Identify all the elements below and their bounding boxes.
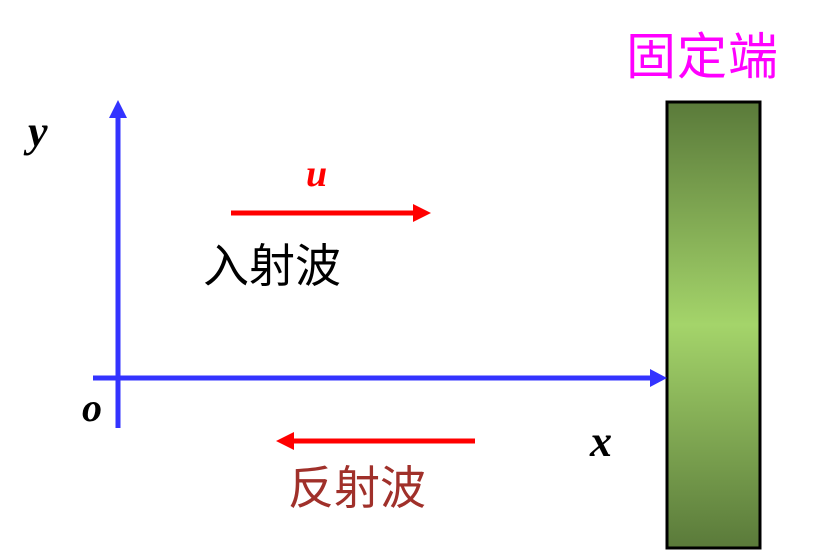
fixed-end-wall <box>665 100 762 550</box>
reflected-wave-label: 反射波 <box>288 461 426 515</box>
x-axis <box>93 369 667 387</box>
arrow-left-icon <box>276 432 294 450</box>
reflected-wave-arrow <box>276 432 475 450</box>
x-axis-label: x <box>590 417 612 466</box>
y-axis-label: y <box>28 107 48 156</box>
arrow-right-icon <box>413 204 431 222</box>
y-axis-arrowhead-icon <box>109 100 127 118</box>
incident-wave-label: 入射波 <box>203 239 341 293</box>
fixed-end-label: 固定端 <box>626 28 779 86</box>
x-axis-arrowhead-icon <box>650 369 667 387</box>
velocity-label: u <box>306 153 328 195</box>
origin-label: o <box>82 385 102 430</box>
incident-wave-arrow <box>231 204 431 222</box>
